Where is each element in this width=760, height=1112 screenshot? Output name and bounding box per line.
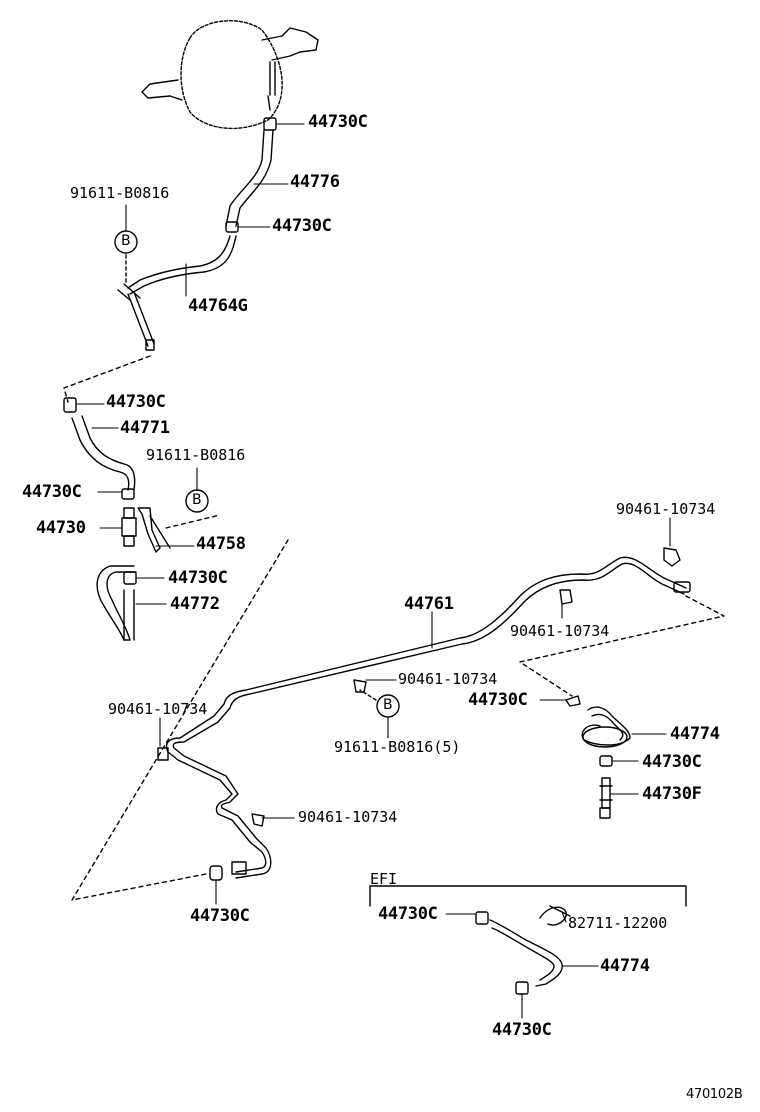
label-44771: 44771 — [120, 418, 170, 438]
hose-44774-efi — [476, 906, 570, 994]
label-91611-B0816-top: 91611-B0816 — [70, 184, 170, 202]
label-44730F: 44730F — [642, 784, 702, 804]
brake-booster — [142, 21, 318, 129]
label-b-circle-1: B — [121, 233, 131, 249]
diagram-ref-number: 470102B — [686, 1087, 743, 1102]
label-90461-10734-left: 90461-10734 — [108, 700, 208, 718]
label-44730C-bottom: 44730C — [492, 1020, 552, 1040]
label-44776: 44776 — [290, 172, 340, 192]
label-82711-12200: 82711-12200 — [568, 914, 668, 932]
hose-44771 — [64, 398, 135, 499]
clips-90461 — [158, 548, 680, 826]
check-valve-44730 — [122, 508, 170, 552]
hose-44776 — [226, 118, 276, 232]
label-90461-10734-lower: 90461-10734 — [298, 808, 398, 826]
label-90461-10734-center: 90461-10734 — [398, 670, 498, 688]
hose-44774-right — [566, 696, 630, 818]
label-44730C-top: 44730C — [308, 112, 368, 132]
hose-44772 — [97, 566, 136, 640]
label-44730C-6: 44730C — [468, 690, 528, 710]
efi-bracket — [370, 886, 686, 906]
label-44758: 44758 — [196, 534, 246, 554]
pipe-44764G — [118, 236, 236, 350]
label-90461-10734-topright: 90461-10734 — [616, 500, 716, 518]
label-44730C-2: 44730C — [272, 216, 332, 236]
label-44774-right: 44774 — [670, 724, 720, 744]
label-44774-efi: 44774 — [600, 956, 650, 976]
label-44730C-4: 44730C — [22, 482, 82, 502]
leader-lines — [76, 124, 670, 1018]
label-44730C-7: 44730C — [642, 752, 702, 772]
label-44730C-5: 44730C — [168, 568, 228, 588]
label-91611-B0816-mid: 91611-B0816 — [146, 446, 246, 464]
label-44730C-3: 44730C — [106, 392, 166, 412]
pipe-44761 — [167, 557, 691, 878]
label-44761: 44761 — [404, 594, 454, 614]
label-b-circle-3: B — [383, 697, 393, 713]
label-44730C-8: 44730C — [190, 906, 250, 926]
dashed-connectors — [64, 356, 724, 900]
label-44730C-efi: 44730C — [378, 904, 438, 924]
label-efi: EFI — [370, 870, 398, 888]
label-44772: 44772 — [170, 594, 220, 614]
label-b-circle-2: B — [192, 492, 202, 508]
label-90461-10734-mid: 90461-10734 — [510, 622, 610, 640]
label-44730: 44730 — [36, 518, 86, 538]
label-91611-B0816-5: 91611-B0816(5) — [334, 738, 461, 756]
label-44764G: 44764G — [188, 296, 248, 316]
